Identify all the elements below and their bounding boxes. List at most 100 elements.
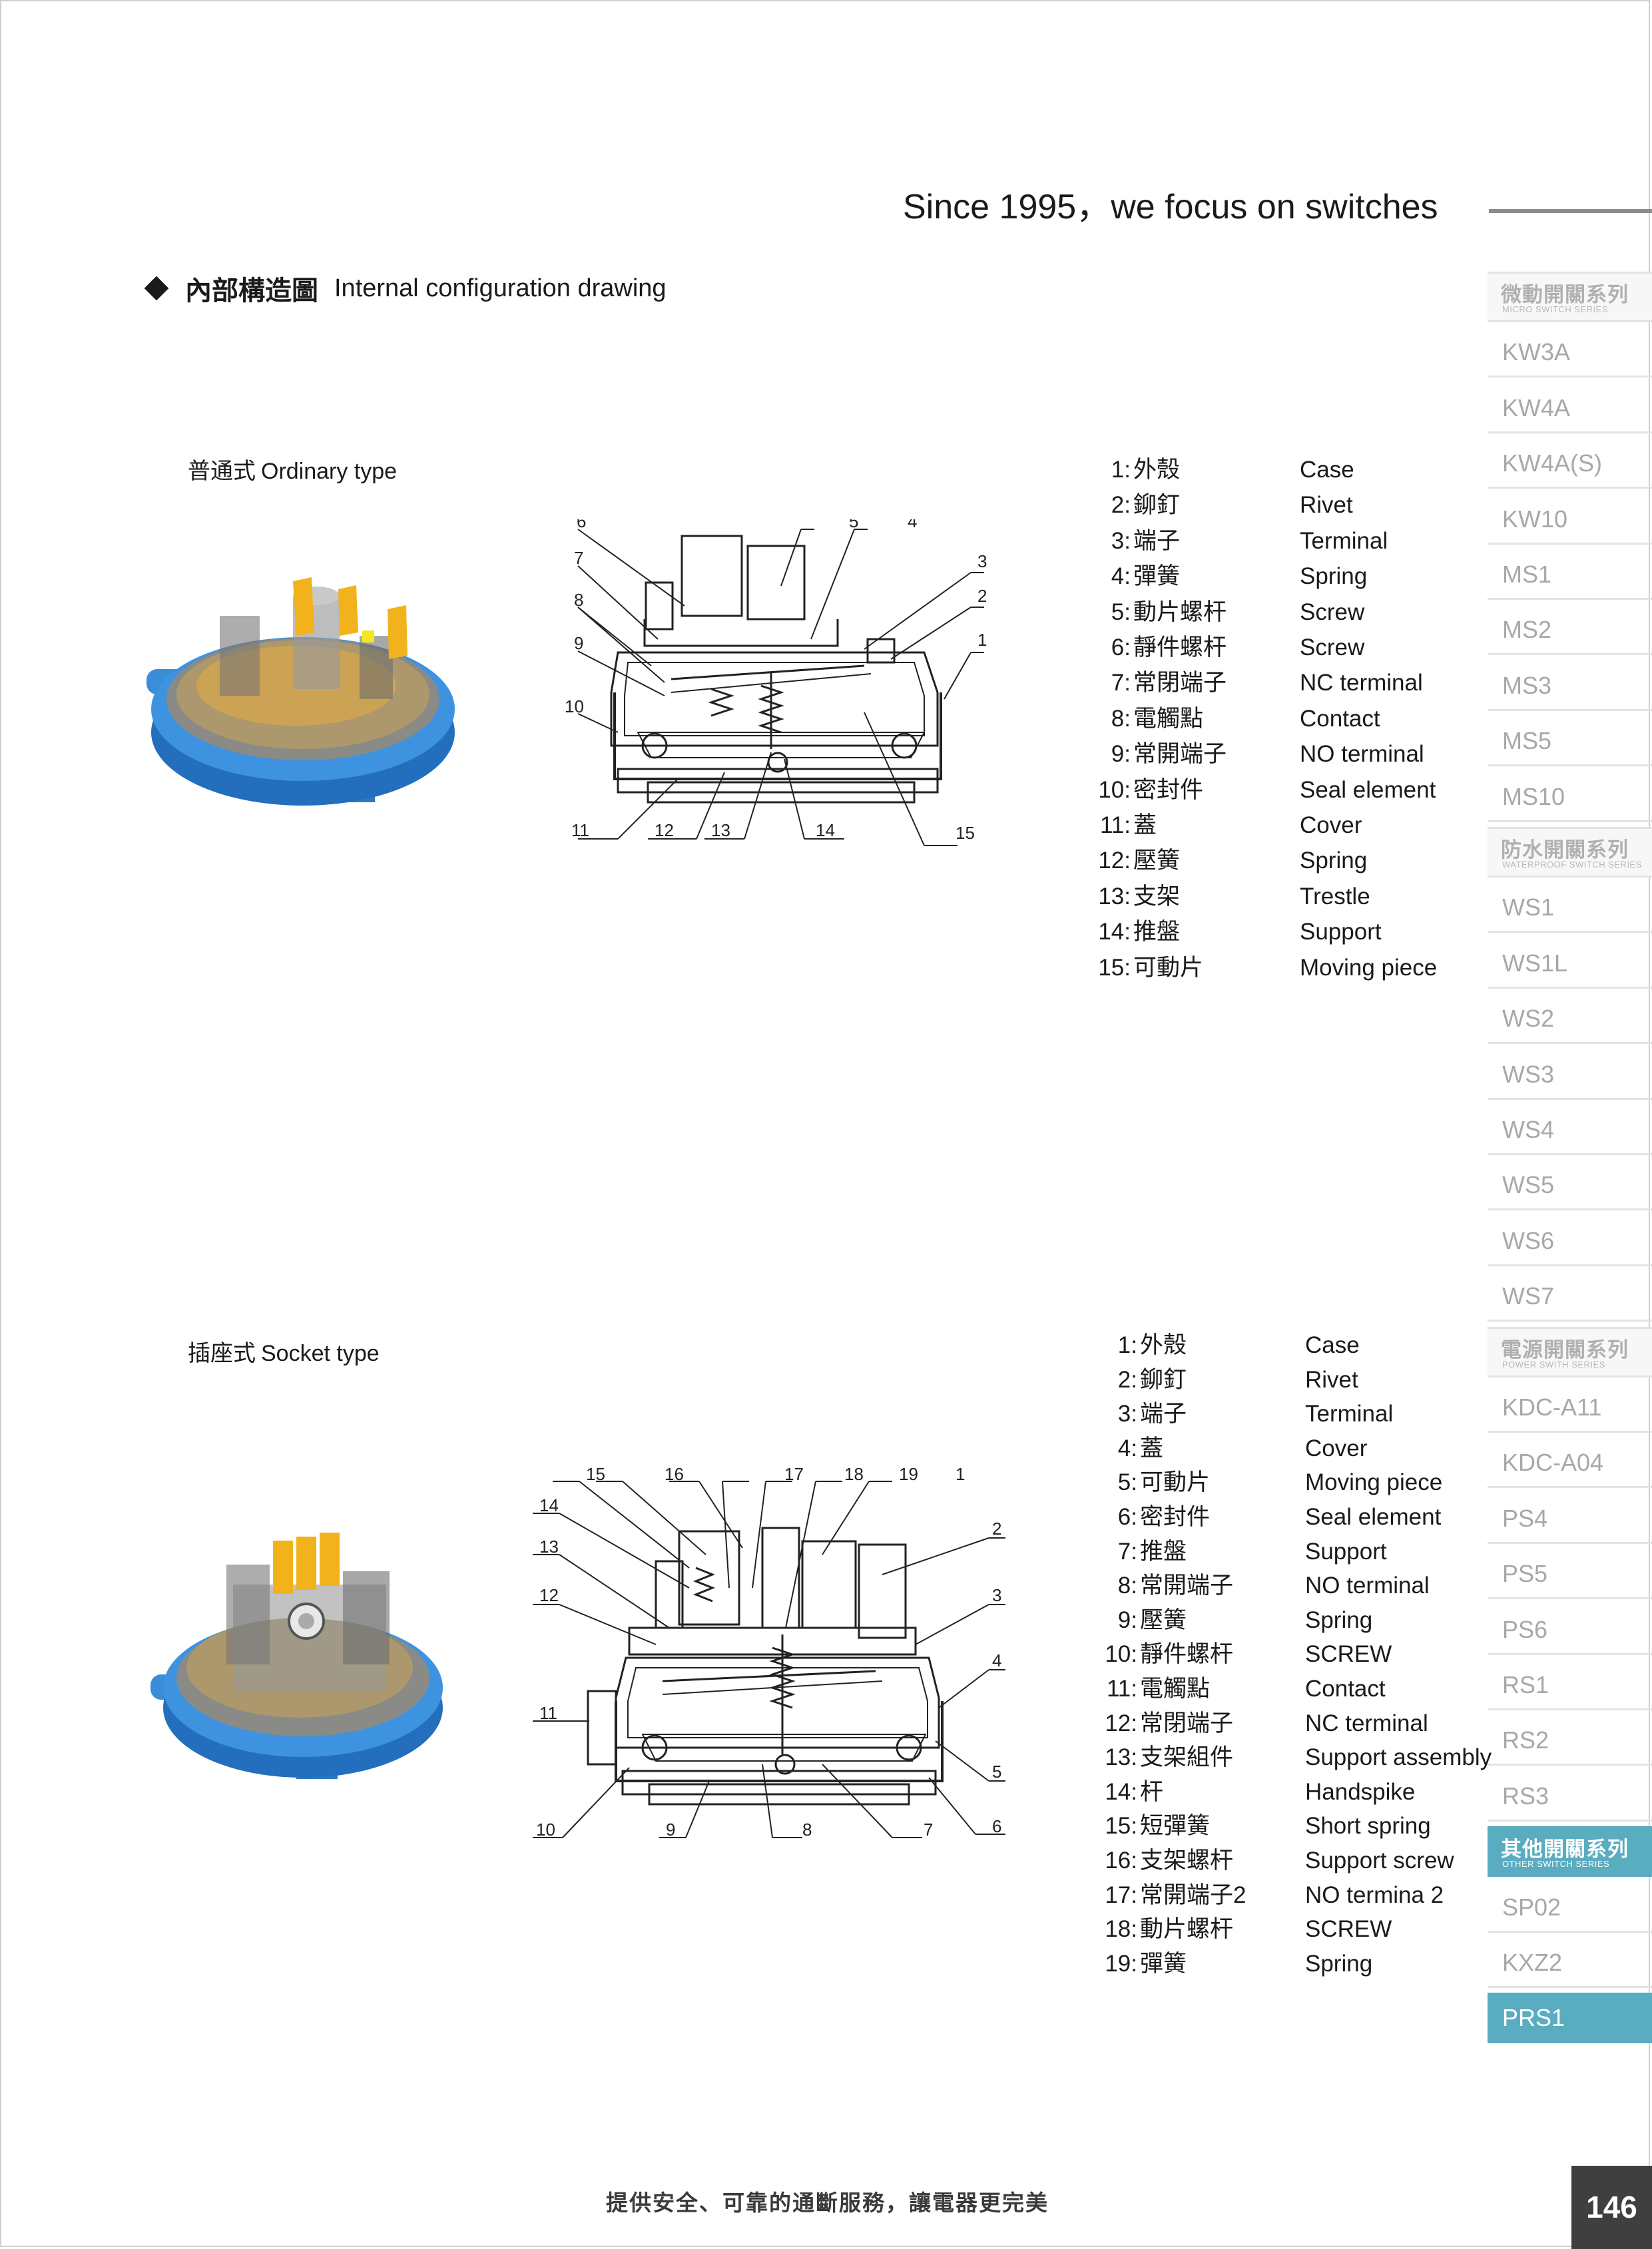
part-name-en: Moving piece [1305, 1469, 1443, 1496]
sidebar-item-rs2[interactable]: RS2 [1488, 1715, 1652, 1766]
ordinary-callout: 8 [574, 590, 583, 610]
part-number: 4: [1111, 563, 1131, 590]
part-name-en: Cover [1305, 1435, 1368, 1461]
part-number: 10: [1105, 1641, 1137, 1668]
part-name-zh: 支架組件 [1140, 1744, 1234, 1771]
part-number: 17: [1105, 1881, 1137, 1908]
part-name-zh: 可動片 [1140, 1469, 1211, 1496]
page-number-box: 146 [1571, 2166, 1652, 2249]
sidebar-item-kw4a[interactable]: KW4A [1488, 383, 1652, 433]
part-name-zh: 推盤 [1133, 919, 1181, 945]
sidebar-item-ws1[interactable]: WS1 [1488, 882, 1652, 933]
ordinary-part-row: 1:外殼 Case [1092, 457, 1354, 483]
part-number: 8: [1111, 705, 1131, 732]
part-name-zh: 支架螺杆 [1140, 1848, 1234, 1874]
footer-slogan: 提供安全、可靠的通斷服務，讓電器更完美 [606, 2190, 1049, 2215]
sidebar-item-ws1l[interactable]: WS1L [1488, 938, 1652, 989]
sidebar-item-kdc-a04[interactable]: KDC-A04 [1488, 1437, 1652, 1488]
header-rule [1489, 209, 1652, 213]
sidebar-item-kw3a[interactable]: KW3A [1488, 327, 1652, 377]
part-number: 7: [1117, 1538, 1137, 1565]
sidebar-item-ws5[interactable]: WS5 [1488, 1160, 1652, 1210]
part-name-en: Case [1300, 457, 1354, 483]
sidebar-item-kxz2[interactable]: KXZ2 [1488, 1937, 1652, 1988]
part-name-en: Support assembly [1305, 1744, 1492, 1771]
part-name-zh: 彈簧 [1133, 563, 1181, 590]
part-number: 11: [1106, 1676, 1137, 1702]
part-name-en: Screw [1300, 634, 1365, 660]
sidebar-item-prs1[interactable]: PRS1 [1488, 1993, 1652, 2043]
part-name-en: NO termina 2 [1305, 1881, 1444, 1908]
socket-callout: 10 [536, 1820, 555, 1840]
part-name-en: Contact [1300, 705, 1380, 732]
part-name-en: Spring [1300, 563, 1368, 590]
ordinary-switch-photo [146, 577, 455, 806]
part-number: 14: [1105, 1778, 1137, 1805]
part-name-en: NC terminal [1300, 670, 1423, 696]
part-name-zh: 電觸點 [1140, 1676, 1211, 1702]
sidebar-item-rs3[interactable]: RS3 [1488, 1771, 1652, 1822]
sidebar-item-ms2[interactable]: MS2 [1488, 605, 1652, 655]
sidebar-category-en: OTHER SWITCH SERIES [1502, 1859, 1610, 1869]
ordinary-callout: 6 [577, 519, 586, 531]
socket-callout: 19 [899, 1468, 918, 1484]
socket-callout: 6 [992, 1816, 1001, 1836]
sidebar-item-kdc-a11[interactable]: KDC-A11 [1488, 1382, 1652, 1433]
part-number: 9: [1111, 741, 1131, 768]
sidebar-category-zh: 防水開關系列 [1501, 838, 1629, 862]
part-number: 6: [1117, 1504, 1137, 1530]
sidebar-item-ws3[interactable]: WS3 [1488, 1049, 1652, 1100]
sidebar-item-ps4[interactable]: PS4 [1488, 1493, 1652, 1544]
sidebar-item-ws6[interactable]: WS6 [1488, 1216, 1652, 1266]
part-name-en: Spring [1300, 848, 1368, 874]
sidebar-item-kw4a-s-[interactable]: KW4A(S) [1488, 438, 1652, 489]
part-number: 5: [1111, 599, 1131, 625]
part-name-zh: 外殼 [1140, 1332, 1187, 1358]
sidebar-item-kw10[interactable]: KW10 [1488, 494, 1652, 545]
part-number: 8: [1117, 1573, 1137, 1599]
ordinary-callout: 12 [655, 820, 674, 840]
sidebar-item-ws2[interactable]: WS2 [1488, 993, 1652, 1044]
sidebar-item-ms3[interactable]: MS3 [1488, 660, 1652, 711]
sidebar-item-ws4[interactable]: WS4 [1488, 1105, 1652, 1155]
sidebar-item-ms10[interactable]: MS10 [1488, 772, 1652, 822]
sidebar-item-ms1[interactable]: MS1 [1488, 549, 1652, 600]
sidebar-item-ms5[interactable]: MS5 [1488, 716, 1652, 766]
sidebar-item-ps5[interactable]: PS5 [1488, 1549, 1652, 1599]
part-name-en: SCREW [1305, 1916, 1392, 1943]
part-name-zh: 常閉端子 [1140, 1710, 1234, 1736]
ordinary-callout: 7 [574, 548, 583, 568]
part-name-zh: 常閉端子 [1133, 670, 1227, 696]
sidebar-item-ws7[interactable]: WS7 [1488, 1271, 1652, 1322]
part-name-en: Case [1305, 1332, 1360, 1358]
part-number: 7: [1111, 670, 1131, 696]
sidebar-item-ps6[interactable]: PS6 [1488, 1605, 1652, 1655]
sidebar-item-sp02[interactable]: SP02 [1488, 1882, 1652, 1933]
part-name-zh: 蓋 [1133, 812, 1157, 838]
part-name-en: Terminal [1305, 1401, 1394, 1427]
socket-callout: 13 [539, 1537, 559, 1557]
part-name-zh: 支架 [1133, 883, 1181, 909]
part-number: 10: [1098, 776, 1131, 803]
socket-callout: 7 [924, 1820, 933, 1840]
ordinary-part-row: 4:彈簧 Spring [1092, 563, 1367, 590]
section-title: 內部構造圖 Internal configuration drawing [144, 269, 667, 308]
ordinary-callout: 15 [956, 823, 975, 843]
part-name-en: Support [1305, 1538, 1387, 1565]
part-name-zh: 外殼 [1133, 457, 1181, 483]
part-name-zh: 常開端子2 [1140, 1881, 1246, 1908]
part-number: 1: [1111, 457, 1131, 483]
sidebar-item-rs1[interactable]: RS1 [1488, 1660, 1652, 1710]
